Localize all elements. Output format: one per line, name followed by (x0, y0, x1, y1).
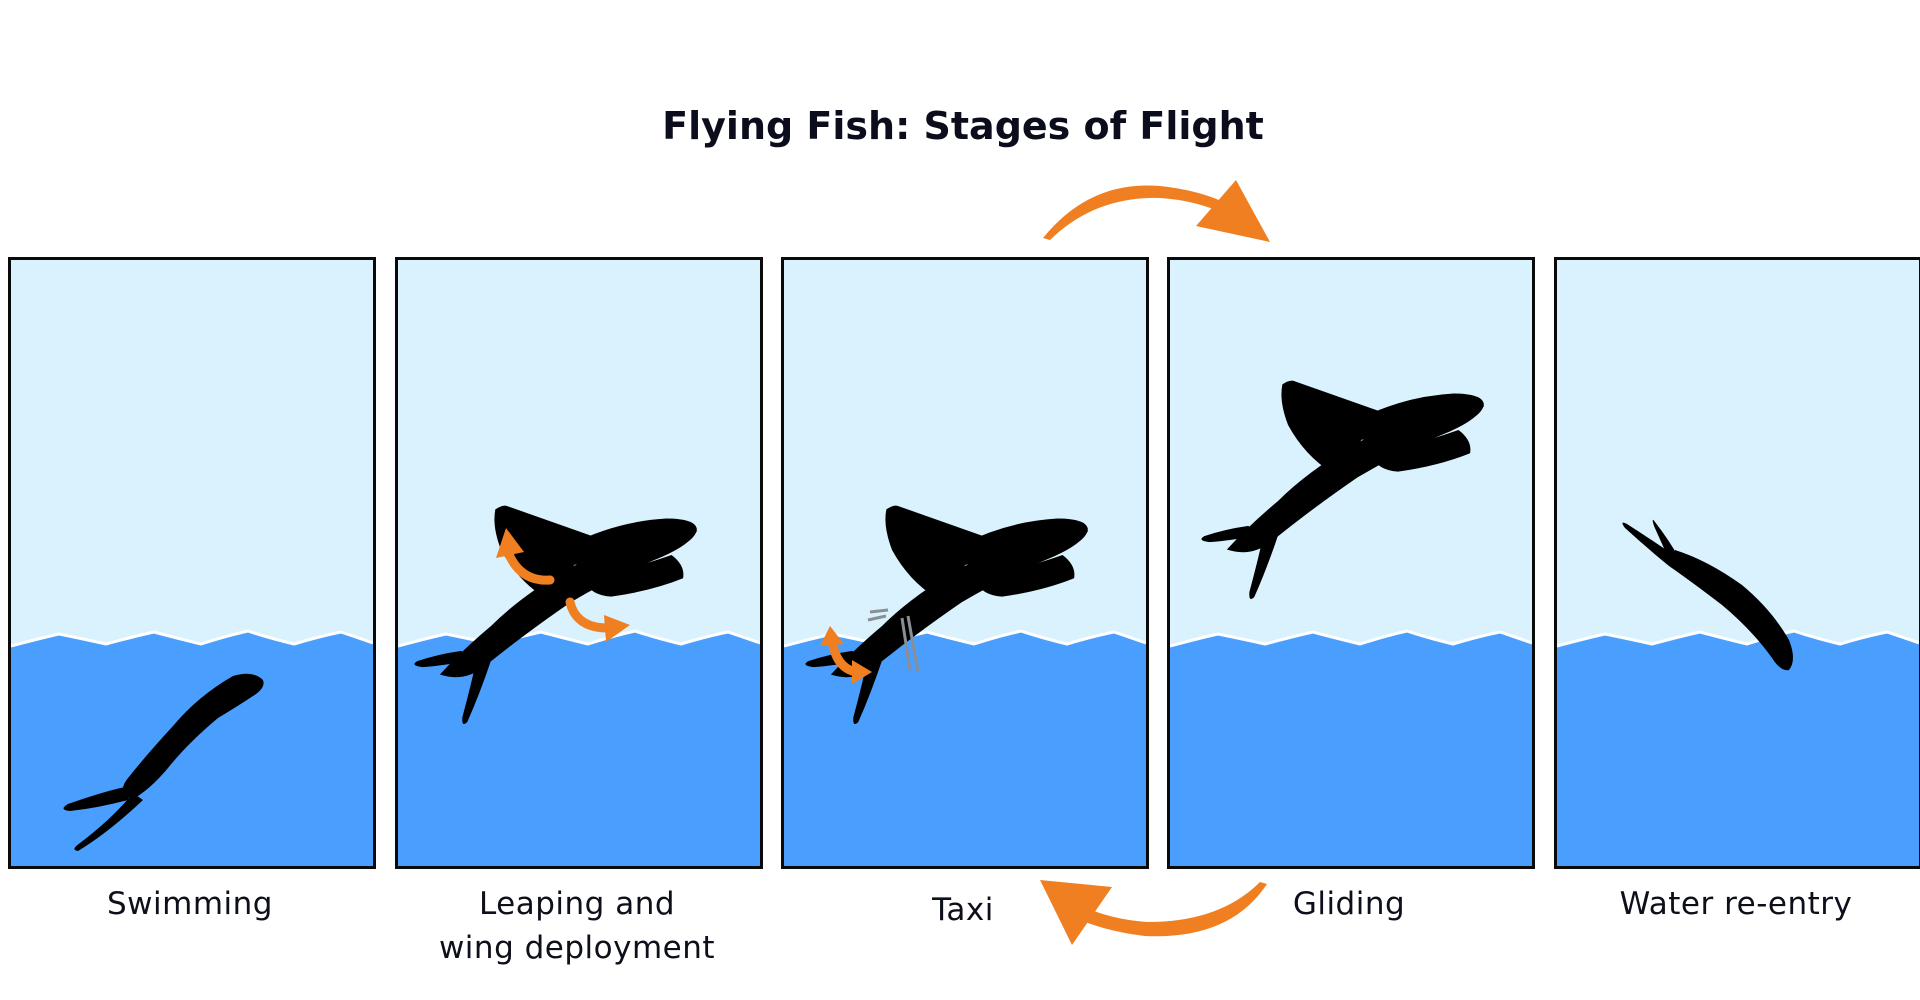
tail-beat-arrow-icon (820, 626, 872, 684)
tail-splash-icon (867, 608, 920, 673)
label-leaping-line2: wing deployment (438, 930, 716, 966)
wing-out-arrow-icon (565, 597, 630, 642)
panel-swimming (8, 257, 376, 869)
reentry-scene (1557, 519, 1919, 866)
panel-gliding (1167, 257, 1535, 869)
taxi-to-gliding-arrow-icon (1043, 180, 1270, 242)
label-gliding-text: Gliding (1292, 886, 1406, 922)
wing-up-arrow-icon (496, 528, 555, 585)
label-taxi: Taxi (781, 888, 1145, 932)
label-reentry: Water re-entry (1554, 882, 1918, 926)
swimming-fish-icon (63, 673, 264, 851)
label-reentry-text: Water re-entry (1619, 886, 1853, 922)
leaping-scene (398, 479, 760, 866)
swimming-scene (11, 629, 373, 866)
label-leaping-line1: Leaping and (478, 886, 676, 922)
label-gliding: Gliding (1167, 882, 1531, 926)
diagram-title: Flying Fish: Stages of Flight (662, 104, 1264, 148)
label-swimming-text: Swimming (107, 886, 273, 922)
panel-taxi (781, 257, 1149, 869)
reentry-fish-icon (1622, 519, 1793, 671)
panel-reentry (1554, 257, 1920, 869)
label-swimming: Swimming (8, 882, 372, 926)
gliding-scene (1170, 354, 1532, 866)
label-leaping: Leaping and wing deployment (395, 882, 759, 970)
taxi-scene (784, 479, 1146, 866)
panel-leaping (395, 257, 763, 869)
gliding-fish-icon (1181, 354, 1507, 605)
label-taxi-text: Taxi (932, 892, 994, 928)
